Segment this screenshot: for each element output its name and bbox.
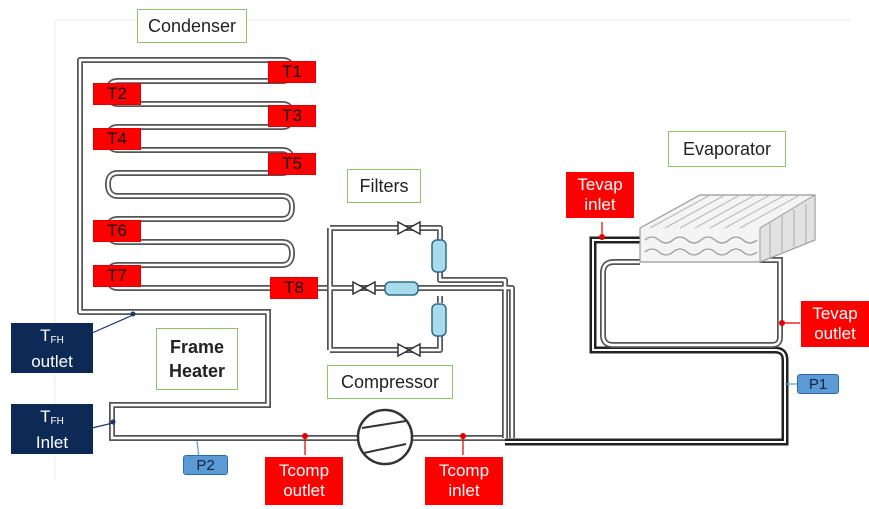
temp-tag-t3: T3 [268, 105, 316, 127]
tevap-inlet-tag: Tevap inlet [566, 172, 634, 218]
pressure-leaders [196, 383, 797, 459]
pressure-tag-p2: P2 [183, 455, 228, 475]
evaporator-label: Evaporator [668, 131, 786, 167]
compressor-symbol [356, 408, 414, 466]
suction-line [505, 236, 789, 446]
sensor-dot-tevap-outlet [779, 320, 785, 326]
sensor-dot-tcomp-inlet [460, 433, 466, 439]
condenser-label: Condenser [137, 9, 247, 43]
pressure-tag-p1: P1 [797, 374, 839, 394]
tevap-outlet-line1: Tevap [812, 304, 858, 323]
tfh-inlet-tag: TFH Inlet [11, 404, 93, 454]
tfh-outlet-tag: TFH outlet [11, 323, 93, 373]
tevap-outlet-tag: Tevap outlet [801, 301, 869, 347]
frame-heater-line1: Frame [169, 337, 225, 357]
tcomp-outlet-line1: Tcomp [278, 461, 330, 480]
frame-heater-label: Frame Heater [156, 328, 238, 390]
filter-top [431, 239, 447, 273]
temp-tag-t4: T4 [93, 128, 141, 150]
frame-heater-line2: Heater [168, 361, 226, 381]
tcomp-outlet-tag: Tcomp outlet [265, 457, 343, 505]
tevap-outlet-line2: outlet [814, 324, 856, 343]
tevap-inlet-line2: inlet [584, 195, 616, 214]
temp-tag-t2: T2 [93, 83, 141, 105]
evaporator-block [639, 194, 816, 263]
filter-middle [384, 281, 419, 296]
temp-tag-t7: T7 [93, 265, 141, 287]
valve-middle [352, 280, 376, 296]
tfh-outlet-line2: outlet [31, 351, 73, 371]
tfh-outlet-line1: TFH [40, 325, 64, 346]
compressor-label: Compressor [327, 365, 453, 399]
frame-heater-pipe [109, 309, 505, 441]
temp-tag-t5: T5 [268, 153, 316, 175]
sensor-dot-tevap-inlet [599, 234, 605, 240]
filter-manifold [327, 225, 515, 438]
filter-bottom [431, 303, 447, 337]
navy-leaders [91, 314, 134, 429]
sensor-dot-tfh-outlet [130, 311, 136, 317]
valve-bottom [397, 342, 421, 358]
temp-tag-t1: T1 [268, 61, 316, 83]
tfh-inlet-line1: TFH [40, 406, 64, 427]
tcomp-inlet-tag: Tcomp inlet [425, 457, 503, 505]
valve-top [397, 220, 421, 236]
tcomp-inlet-line2: inlet [448, 481, 480, 500]
temp-tag-t6: T6 [93, 220, 141, 242]
sensor-dot-tfh-inlet [110, 419, 116, 425]
tcomp-outlet-line2: outlet [283, 481, 325, 500]
sensor-dot-tcomp-outlet [302, 433, 308, 439]
tevap-inlet-line1: Tevap [577, 175, 623, 194]
filters-label: Filters [347, 169, 421, 203]
temp-tag-t8: T8 [270, 277, 318, 299]
tfh-inlet-line2: Inlet [35, 432, 69, 452]
tcomp-inlet-line1: Tcomp [438, 461, 490, 480]
